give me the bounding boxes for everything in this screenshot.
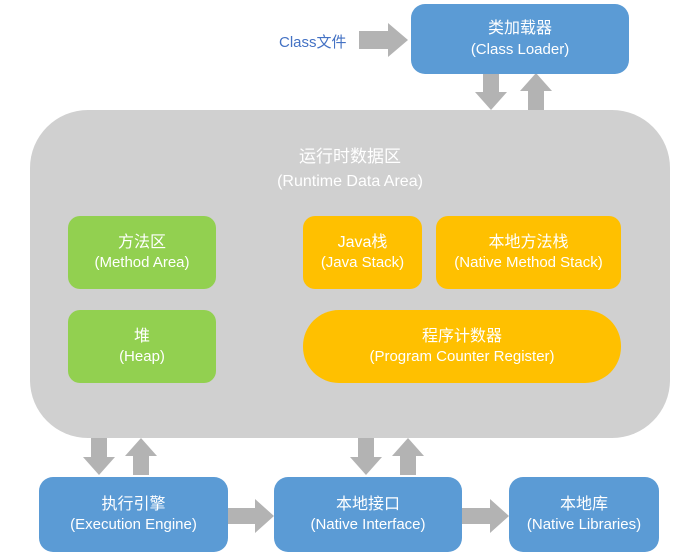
heap-subtitle: (Heap) — [119, 348, 165, 366]
native-libraries-title: 本地库 — [559, 495, 608, 513]
method-area-title: 方法区 — [117, 233, 166, 251]
arrow-interface-to-libraries — [462, 499, 509, 533]
java-stack-subtitle: (Java Stack) — [320, 254, 405, 272]
class-loader-box: 类加载器 (Class Loader) — [411, 4, 629, 74]
native-interface-subtitle: (Native Interface) — [310, 516, 426, 534]
java-stack-title: Java栈 — [337, 233, 388, 251]
java-stack-box: Java栈 (Java Stack) — [303, 216, 422, 289]
arrow-loader-up — [520, 73, 552, 110]
class-loader-subtitle: (Class Loader) — [470, 40, 570, 58]
execution-engine-subtitle: (Execution Engine) — [70, 516, 197, 534]
arrow-interface-to-runtime-up — [392, 438, 424, 475]
native-method-stack-title: 本地方法栈 — [488, 233, 569, 251]
runtime-title-cn: 运行时数据区 — [299, 147, 401, 166]
arrow-loader-down — [475, 73, 507, 110]
class-file-label: Class文件 — [279, 34, 347, 51]
runtime-title-en: (Runtime Data Area) — [277, 172, 423, 190]
arrow-engine-to-interface — [228, 499, 274, 533]
method-area-box: 方法区 (Method Area) — [68, 216, 216, 289]
execution-engine-title: 执行引擎 — [101, 495, 166, 513]
arrow-runtime-to-engine-down — [83, 438, 115, 475]
class-loader-title: 类加载器 — [487, 20, 552, 38]
method-area-subtitle: (Method Area) — [94, 254, 190, 272]
arrow-engine-to-runtime-up — [125, 438, 157, 475]
pc-register-subtitle: (Program Counter Register) — [369, 348, 555, 366]
native-method-stack-subtitle: (Native Method Stack) — [454, 254, 603, 272]
native-libraries-box: 本地库 (Native Libraries) — [509, 477, 659, 552]
native-libraries-subtitle: (Native Libraries) — [526, 516, 642, 534]
runtime-data-area-title: 运行时数据区 (Runtime Data Area) — [30, 145, 670, 193]
native-interface-title: 本地接口 — [335, 495, 400, 513]
arrow-classfile-to-loader — [359, 23, 408, 57]
heap-box: 堆 (Heap) — [68, 310, 216, 383]
native-method-stack-box: 本地方法栈 (Native Method Stack) — [436, 216, 621, 289]
program-counter-register-box: 程序计数器 (Program Counter Register) — [303, 310, 621, 383]
execution-engine-box: 执行引擎 (Execution Engine) — [39, 477, 228, 552]
arrow-runtime-to-interface-down — [350, 438, 382, 475]
heap-title: 堆 — [133, 327, 150, 345]
native-interface-box: 本地接口 (Native Interface) — [274, 477, 462, 552]
pc-register-title: 程序计数器 — [421, 327, 502, 345]
